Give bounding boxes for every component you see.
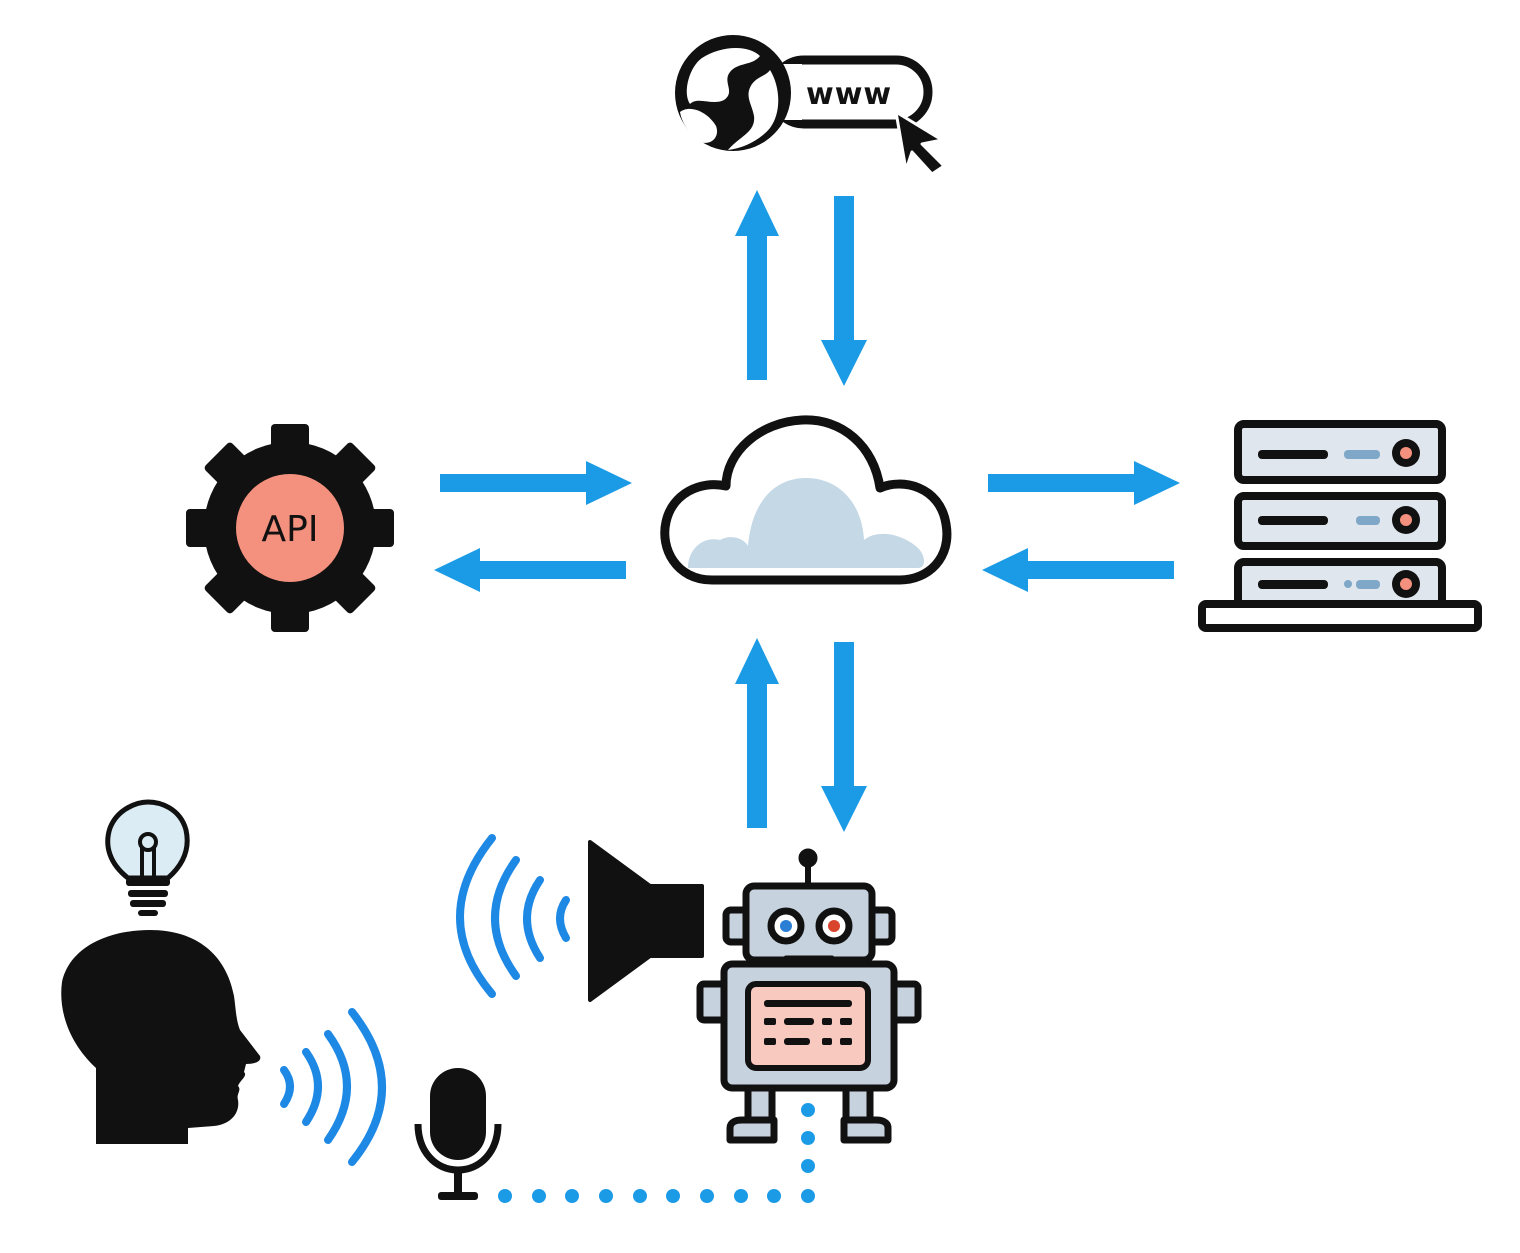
server-base bbox=[1198, 600, 1482, 632]
arrow-web-to-cloud bbox=[821, 196, 867, 386]
arrow-server-to-cloud bbox=[982, 548, 1174, 592]
server-rack-icon bbox=[1198, 420, 1482, 632]
server-unit bbox=[1234, 492, 1446, 550]
robot-icon bbox=[696, 848, 922, 1144]
api-gear-icon: API bbox=[186, 424, 394, 632]
arrow-api-to-cloud bbox=[440, 461, 632, 505]
globe-www-icon: www bbox=[675, 35, 946, 176]
cursor-icon bbox=[894, 110, 946, 176]
arrow-robot-to-cloud bbox=[735, 638, 779, 828]
cloud-icon bbox=[660, 415, 952, 585]
sound-waves bbox=[456, 834, 570, 998]
human-head-icon bbox=[61, 930, 261, 1144]
arrow-cloud-to-api bbox=[434, 548, 626, 592]
arrows bbox=[434, 190, 1180, 832]
speaker-icon bbox=[588, 840, 704, 1002]
voice-waves bbox=[280, 1008, 386, 1166]
arrow-cloud-to-web bbox=[735, 190, 779, 380]
microphone-icon bbox=[414, 1068, 502, 1200]
lightbulb-icon bbox=[105, 799, 190, 916]
arrow-cloud-to-robot bbox=[821, 642, 867, 832]
dotted-connection bbox=[498, 1103, 815, 1203]
api-label: API bbox=[262, 509, 319, 550]
www-label: www bbox=[806, 77, 892, 112]
server-unit bbox=[1234, 420, 1446, 484]
arrow-cloud-to-server bbox=[988, 461, 1180, 505]
